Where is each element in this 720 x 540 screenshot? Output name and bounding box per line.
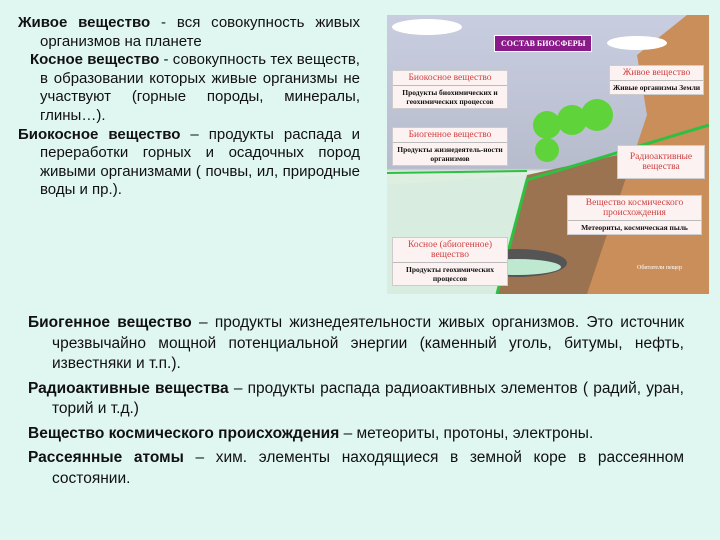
definition-biogenic: Биогенное вещество – продукты жизнедеяте… <box>28 313 684 375</box>
definition: – продукты жизнедеятельности живых орган… <box>52 314 684 372</box>
box-heading: Радиоактивные вещества <box>629 152 693 172</box>
bottom-definitions: Биогенное вещество – продукты жизнедеяте… <box>28 313 684 493</box>
term: Живое вещество <box>18 14 151 31</box>
box-text: Продукты биохимических и геохимических п… <box>402 88 498 106</box>
term: Радиоактивные вещества <box>28 379 229 397</box>
box-heading: Биогенное вещество <box>393 128 507 143</box>
term: Косное вещество <box>30 51 160 69</box>
diagram-title: СОСТАВ БИОСФЕРЫ <box>494 35 593 52</box>
box-text: Метеориты, космическая пыль <box>581 223 688 232</box>
cave-label: Обитатели пещер <box>637 265 682 271</box>
definition: - вся совокупность живых организмов на п… <box>40 14 360 50</box>
definition: – метеориты, протоны, электроны. <box>339 424 594 442</box>
box-text: Живые организмы Земли <box>612 83 701 92</box>
box-heading: Вещество космического происхождения <box>568 196 701 221</box>
definition-living-matter: Живое вещество - вся совокупность живых … <box>18 14 360 51</box>
term: Вещество космического происхождения <box>28 424 340 442</box>
term: Рассеянные атомы <box>28 449 184 466</box>
box-heading: Живое вещество <box>610 66 703 81</box>
box-radioactive: Радиоактивные вещества <box>617 145 705 179</box>
definition-inert-matter: Косное вещество - совокупность тех вещес… <box>18 51 360 125</box>
box-heading: Косное (абиогенное) вещество <box>393 238 507 263</box>
definition: - совокупность тех веществ, в образовани… <box>40 51 360 124</box>
definition: – хим. элементы находящиеся в земной кор… <box>52 449 684 487</box>
definition: – продукты распада и переработки горных … <box>40 125 361 199</box>
definition-radioactive: Радиоактивные вещества – продукты распад… <box>28 379 684 420</box>
definition-bioinert-matter: Биокосное вещество – продукты распада и … <box>18 126 360 200</box>
term: Биогенное вещество <box>28 314 192 331</box>
box-heading: Биокосное вещество <box>393 71 507 86</box>
box-text: Продукты геохимических процессов <box>406 265 494 283</box>
left-definitions: Живое вещество - вся совокупность живых … <box>18 14 360 200</box>
definition-cosmic: Вещество космического происхождения – ме… <box>28 424 684 445</box>
box-text: Продукты жизнедеятель-ности организмов <box>397 145 503 163</box>
term: Биокосное вещество <box>18 125 181 143</box>
definition: – продукты распада радиоактивных элемент… <box>52 379 684 418</box>
definition-scattered-atoms: Рассеянные атомы – хим. элементы находящ… <box>28 448 684 489</box>
